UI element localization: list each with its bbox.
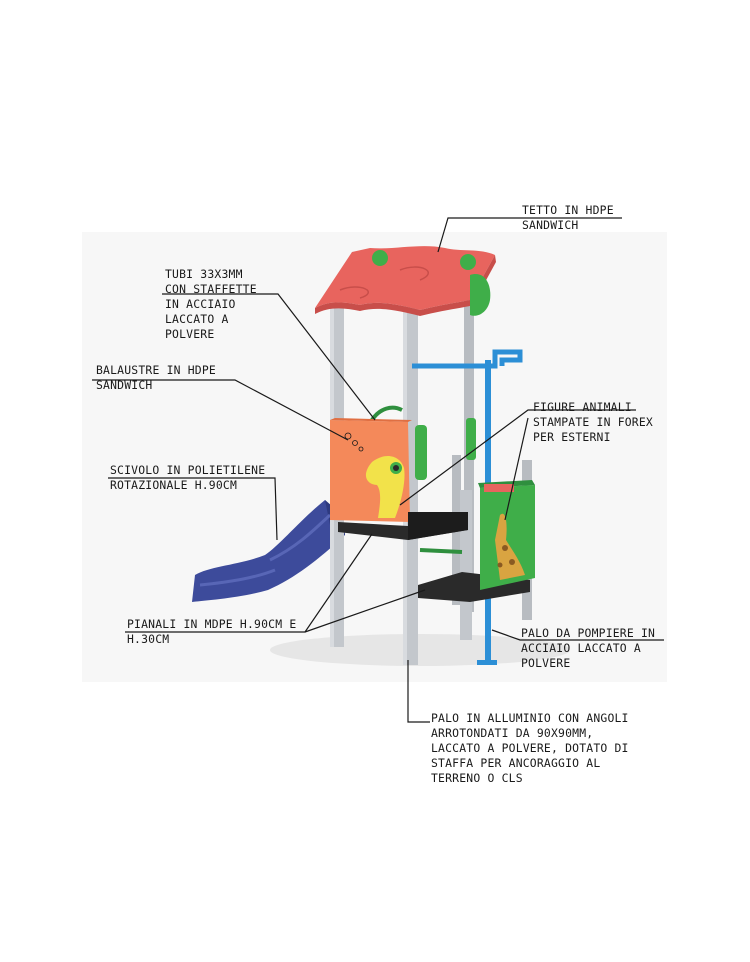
callout-roof-line-2: SANDWICH — [522, 218, 579, 232]
callout-post: PALO IN ALLUMINIO CON ANGOLI ARROTONDATI… — [431, 711, 629, 786]
callout-balustrades: BALAUSTRE IN HDPE SANDWICH — [96, 363, 216, 393]
callout-roof: TETTO IN HDPE SANDWICH — [522, 203, 614, 233]
roof-side-panel — [470, 274, 491, 316]
callout-tubes: TUBI 33X3MM CON STAFFETTE IN ACCIAIO LAC… — [165, 267, 257, 342]
leader-post — [407, 660, 430, 723]
callout-slide: SCIVOLO IN POLIETILENE ROTAZIONALE H.90C… — [110, 463, 265, 493]
leader-decks-2 — [304, 589, 426, 633]
orange-balustrade — [330, 418, 412, 522]
callout-animals-line-1: FIGURE ANIMALI — [533, 400, 632, 414]
leader-balustrades — [92, 379, 349, 441]
tube-handrail — [370, 405, 403, 422]
callout-tubes-line-2: CON STAFFETTE — [165, 282, 257, 296]
callout-tubes-line-5: POLVERE — [165, 327, 215, 341]
leader-roof — [437, 217, 622, 253]
callout-animals: FIGURE ANIMALI STAMPATE IN FOREX PER EST… — [533, 400, 653, 445]
side-handle-panel — [415, 425, 427, 480]
callout-fireman-pole: PALO DA POMPIERE IN ACCIAIO LACCATO A PO… — [521, 626, 655, 671]
callout-slide-line-2: ROTAZIONALE H.90CM — [110, 478, 238, 492]
callout-decks-line-2: H.30CM — [127, 632, 170, 646]
callout-fireman-pole-line-1: PALO DA POMPIERE IN — [521, 626, 656, 640]
leader-fireman-pole — [491, 629, 664, 641]
callout-post-line-2: ARROTONDATI DA 90X90MM, — [431, 726, 594, 740]
leader-slide — [108, 477, 278, 541]
back-handle-panel — [466, 418, 476, 460]
callout-post-line-4: STAFFA PER ANCORAGGIO AL — [431, 756, 601, 770]
callout-post-line-1: PALO IN ALLUMINIO CON ANGOLI — [431, 711, 629, 725]
callout-animals-line-2: STAMPATE IN FOREX — [533, 415, 653, 429]
callout-post-line-5: TERRENO O CLS — [431, 771, 523, 785]
callout-decks-line-1: PIANALI IN MDPE H.90CM E — [127, 617, 297, 631]
callout-balustrades-line-2: SANDWICH — [96, 378, 153, 392]
callout-decks: PIANALI IN MDPE H.90CM E H.30CM — [127, 617, 296, 647]
callout-tubes-line-3: IN ACCIAIO — [165, 297, 236, 311]
callout-animals-line-3: PER ESTERNI — [533, 430, 611, 444]
leader-tubes — [162, 293, 376, 421]
roof — [315, 246, 496, 316]
callout-tubes-line-4: LACCATO A — [165, 312, 229, 326]
callout-balustrades-line-1: BALAUSTRE IN HDPE — [96, 363, 216, 377]
ground-shadow — [270, 634, 570, 666]
upper-deck — [338, 512, 468, 540]
leader-animals-2 — [504, 417, 529, 521]
callout-roof-line-1: TETTO IN HDPE — [522, 203, 614, 217]
leader-lines — [92, 217, 664, 723]
callout-slide-line-1: SCIVOLO IN POLIETILENE — [110, 463, 266, 477]
callout-fireman-pole-line-2: ACCIAIO LACCATO A — [521, 641, 641, 655]
green-balustrade — [478, 480, 535, 590]
callout-post-line-3: LACCATO A POLVERE, DOTATO DI — [431, 741, 629, 755]
leader-animals-1 — [399, 409, 636, 506]
callout-tubes-line-1: TUBI 33X3MM — [165, 267, 243, 281]
callout-fireman-pole-line-3: POLVERE — [521, 656, 571, 670]
